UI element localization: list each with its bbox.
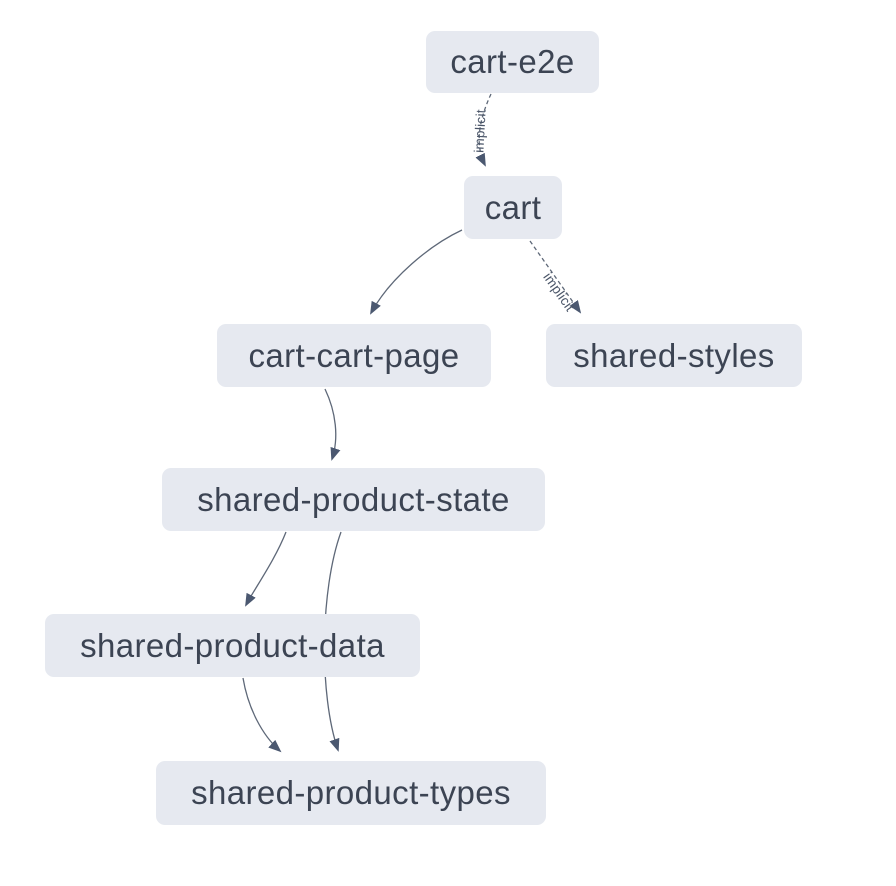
node-label: cart xyxy=(484,188,542,226)
node-label: shared-styles xyxy=(573,336,775,374)
node-shared-product-types[interactable]: shared-product-types xyxy=(156,761,546,825)
node-cart[interactable]: cart xyxy=(464,176,562,239)
edge-line xyxy=(245,531,287,607)
edge-cart-cart-page-to-shared-product-state[interactable] xyxy=(324,388,341,461)
edge-line xyxy=(324,388,341,461)
edge-shared-product-state-to-shared-product-data[interactable] xyxy=(245,531,287,607)
node-label: shared-product-data xyxy=(80,626,385,664)
edge-label-implicit: implicit xyxy=(540,270,577,314)
node-label: cart-e2e xyxy=(450,43,575,80)
node-label: cart-cart-page xyxy=(248,336,460,374)
node-label: shared-product-state xyxy=(197,480,510,518)
node-cart-cart-page[interactable]: cart-cart-page xyxy=(217,324,491,387)
edge-cart-to-cart-cart-page[interactable] xyxy=(370,229,463,315)
edge-line xyxy=(475,93,492,167)
edge-line xyxy=(370,229,463,315)
edge-label-implicit: implicit xyxy=(471,109,488,153)
edge-cart-to-shared-styles[interactable]: implicit xyxy=(529,240,582,314)
edge-shared-product-data-to-shared-product-types[interactable] xyxy=(242,677,282,753)
node-shared-product-state[interactable]: shared-product-state xyxy=(162,468,545,531)
edge-line xyxy=(242,677,282,753)
edge-cart-e2e-to-cart[interactable]: implicit xyxy=(471,93,492,167)
node-shared-product-data[interactable]: shared-product-data xyxy=(45,614,420,677)
node-label: shared-product-types xyxy=(191,774,511,811)
node-cart-e2e[interactable]: cart-e2e xyxy=(426,31,599,93)
edge-line xyxy=(529,240,582,314)
node-shared-styles[interactable]: shared-styles xyxy=(546,324,802,387)
